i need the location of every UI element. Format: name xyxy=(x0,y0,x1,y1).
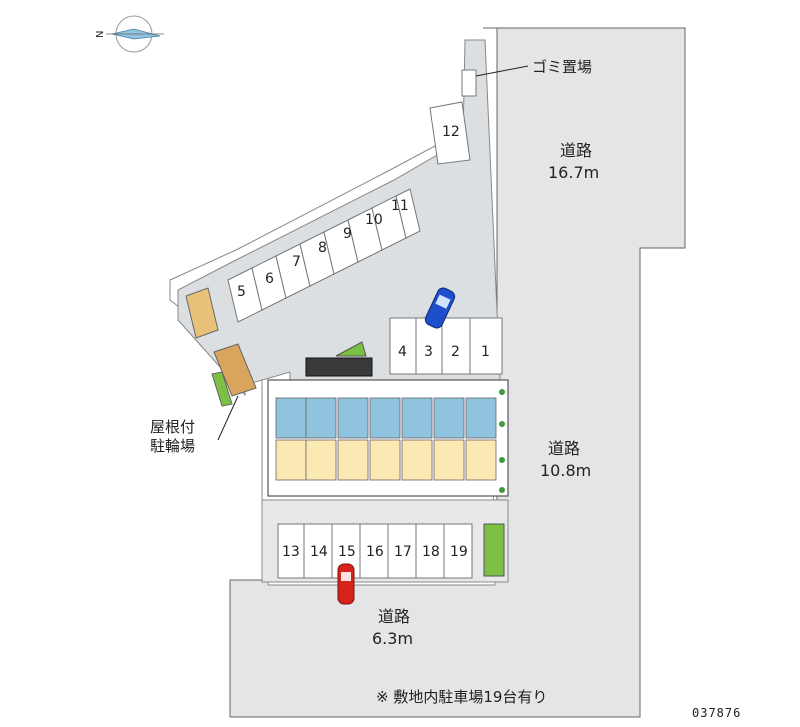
bicycle-parking-label: 屋根付 駐輪場 xyxy=(150,418,195,456)
road-east-width: 10.8m xyxy=(540,461,591,480)
stairs xyxy=(305,357,373,377)
garbage-area xyxy=(461,69,477,97)
parking-slot-12 xyxy=(429,101,471,165)
parking-number: 6 xyxy=(265,271,274,287)
parking-number: 3 xyxy=(424,344,433,360)
parking-number: 7 xyxy=(292,254,301,270)
parking-number: 8 xyxy=(318,240,327,256)
parking-number: 15 xyxy=(338,544,356,560)
road-east-name: 道路 xyxy=(548,439,580,458)
parking-number: 5 xyxy=(237,284,246,300)
planting-top xyxy=(335,341,367,357)
blue-car xyxy=(424,287,456,329)
parking-number: 18 xyxy=(422,544,440,560)
parking-note: ※ 敷地内駐車場19台有り xyxy=(376,688,548,706)
parking-number: 2 xyxy=(451,344,460,360)
parking-number: 9 xyxy=(343,226,352,242)
parking-number: 16 xyxy=(366,544,384,560)
diagonal-parking-row xyxy=(227,188,421,323)
compass-north-letter: N xyxy=(95,31,106,38)
building-hedge xyxy=(499,389,505,493)
bicycle-label-line1: 屋根付 xyxy=(150,418,196,436)
road-south-name: 道路 xyxy=(378,607,410,626)
bicycle-shelter xyxy=(185,287,257,407)
parking-number: 14 xyxy=(310,544,328,560)
compass-icon xyxy=(106,15,164,53)
parking-number: 12 xyxy=(442,124,460,140)
parking-number: 10 xyxy=(365,212,383,228)
bicycle-label-line2: 駐輪場 xyxy=(150,437,196,455)
road-north-width: 16.7m xyxy=(548,163,599,182)
parking-number: 13 xyxy=(282,544,300,560)
parking-number: 4 xyxy=(398,344,407,360)
property-code: 037876 xyxy=(692,706,742,720)
parking-number: 1 xyxy=(481,344,490,360)
road-south-width: 6.3m xyxy=(372,629,413,648)
garbage-label: ゴミ置場 xyxy=(532,58,592,76)
parking-number: 11 xyxy=(391,198,409,214)
road-north-name: 道路 xyxy=(560,141,592,160)
red-car xyxy=(337,563,355,605)
bottom-parking-row xyxy=(277,523,473,579)
parking-number: 19 xyxy=(450,544,468,560)
parking-number: 17 xyxy=(394,544,412,560)
building-units xyxy=(275,397,497,481)
planting-strip xyxy=(483,523,505,577)
